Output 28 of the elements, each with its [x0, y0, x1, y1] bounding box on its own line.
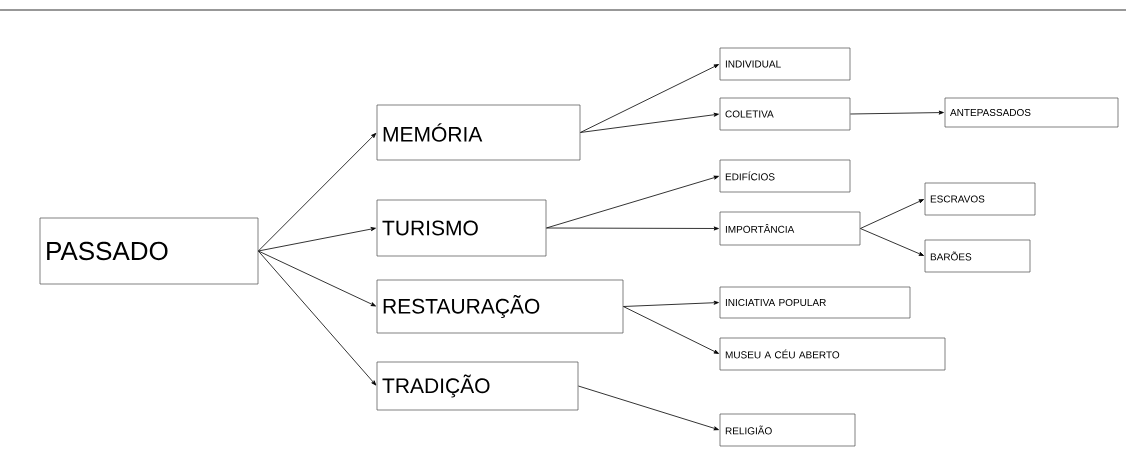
arrow — [579, 112, 719, 133]
arrow — [257, 132, 377, 252]
concept-box: ANTEPASSADOS — [944, 97, 1119, 128]
arrow — [577, 385, 719, 431]
arrow — [257, 227, 376, 252]
concept-box: RELIGIÃO — [719, 413, 856, 447]
arrow — [859, 228, 924, 256]
arrow — [622, 306, 719, 354]
concept-box: RESTAURAÇÃO — [376, 279, 624, 334]
concept-box: MEMÓRIA — [376, 104, 581, 161]
concept-box: TRADIÇÃO — [376, 361, 579, 411]
concept-box: IMPORTÂNCIA — [719, 211, 861, 246]
concept-box: EDIFÍCIOS — [719, 159, 851, 193]
arrow — [849, 110, 944, 115]
arrow — [257, 250, 376, 307]
arrow — [622, 300, 719, 307]
arrow — [545, 226, 719, 231]
concept-box: COLETIVA — [719, 97, 851, 131]
arrow — [859, 199, 924, 229]
concept-box: INICIATIVA POPULAR — [719, 286, 911, 319]
concept-box: ESCRAVOS — [924, 182, 1036, 216]
concept-box: TURISMO — [376, 199, 547, 257]
concept-box: BARÕES — [924, 239, 1031, 273]
concept-box: INDIVIDUAL — [719, 47, 851, 81]
arrow — [579, 64, 719, 133]
arrow — [257, 250, 377, 386]
root-box: PASSADO — [39, 217, 259, 285]
concept-box: MUSEU A CÉU ABERTO — [719, 337, 946, 371]
